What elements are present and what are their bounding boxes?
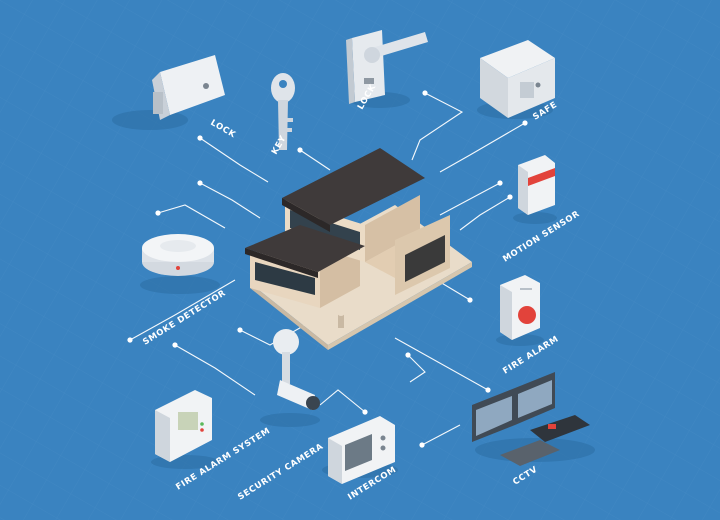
door-lock-device bbox=[112, 55, 225, 130]
connector-bottom bbox=[319, 389, 366, 413]
intercom-device bbox=[322, 416, 398, 484]
connector-lock-door bbox=[199, 137, 269, 183]
connector-lock-handle bbox=[411, 92, 464, 161]
safe-device bbox=[477, 40, 555, 119]
connector-left-mid bbox=[199, 182, 261, 219]
connector-key bbox=[299, 149, 331, 171]
house-illustration bbox=[245, 148, 472, 350]
connector-lines bbox=[127, 90, 528, 448]
connector-cctv bbox=[394, 337, 489, 391]
door-handle-lock-device bbox=[346, 30, 428, 108]
motion-sensor-device bbox=[513, 155, 557, 224]
connector-fire-alarm-system bbox=[174, 344, 256, 396]
connector-motion-sensor-top bbox=[439, 182, 501, 216]
connector-smoke-detector bbox=[129, 279, 236, 341]
connector-motion-sensor bbox=[459, 196, 511, 231]
connector-intercom bbox=[407, 354, 426, 383]
fire-alarm-system-device bbox=[151, 390, 219, 469]
cctv-device bbox=[472, 372, 595, 466]
connector-intercom-low bbox=[421, 424, 461, 446]
connector-fire-alarm bbox=[439, 281, 471, 301]
security-camera-device bbox=[260, 329, 320, 427]
connector-left bbox=[157, 204, 226, 229]
connector-safe bbox=[439, 122, 526, 173]
fire-alarm-device bbox=[496, 275, 544, 346]
smoke-detector-device bbox=[140, 234, 220, 294]
key-device bbox=[271, 73, 295, 150]
